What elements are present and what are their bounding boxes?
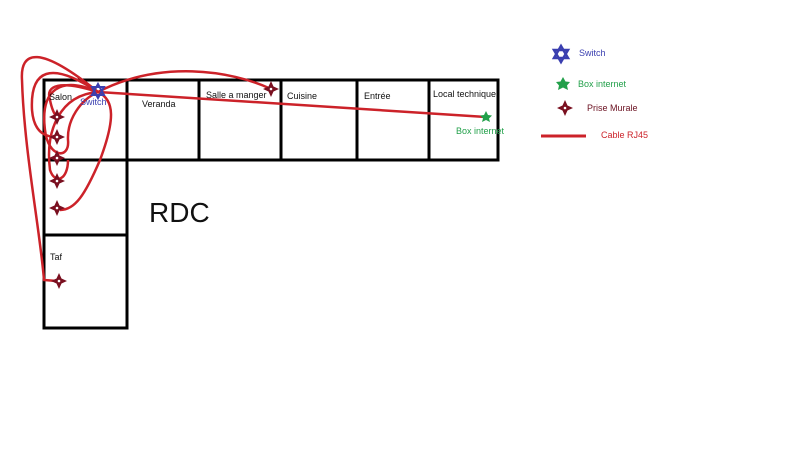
legend-prise-murale: Prise Murale: [587, 103, 638, 113]
room-veranda: Veranda: [142, 99, 176, 109]
room-local-technique: Local technique: [433, 89, 497, 99]
room-salon: Salon: [49, 92, 73, 102]
legend-box-icon: [556, 77, 570, 90]
legend-cable-rj45: Cable RJ45: [601, 130, 649, 140]
rj45-cables: [20, 55, 487, 283]
room-salle-a-manger: Salle a manger: [206, 90, 267, 100]
floor-title: RDC: [149, 197, 210, 228]
legend-switch-icon: [551, 43, 571, 65]
room-entree: Entrée: [364, 91, 391, 101]
box-internet-icon: [480, 111, 492, 122]
switch-icon: [90, 81, 106, 101]
room-cuisine: Cuisine: [287, 91, 318, 101]
switch-label: Switch: [80, 97, 107, 107]
box-internet-label: Box internet: [456, 126, 505, 136]
room-taf: Taf: [50, 252, 63, 262]
legend-switch: Switch: [579, 48, 606, 58]
legend-prise-icon: [557, 100, 573, 116]
wall-outlets: [49, 81, 279, 289]
legend-box-internet: Box internet: [578, 79, 627, 89]
